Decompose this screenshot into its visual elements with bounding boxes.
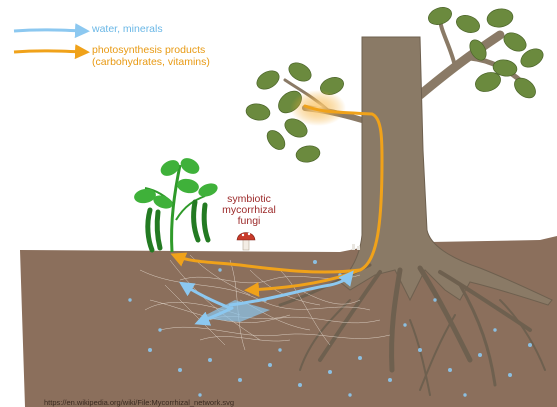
legend-photosynthesis-line1: photosynthesis products [92,44,210,56]
legend-water-label: water, minerals [92,23,163,35]
legend-photosynthesis-arrow [14,51,84,52]
mushroom-icon [237,233,255,251]
legend-photosynthesis-label: photosynthesis products (carbohydrates, … [92,44,210,68]
legend-water-text: water, minerals [92,23,163,35]
photosynthesis-glow [290,90,346,126]
fungi-label: symbiotic mycorrhizal fungi [212,194,286,227]
legend-water-arrow [14,30,84,31]
oak-tree-icon [426,4,546,101]
source-url: https://en.wikipedia.org/wiki/File:Mycor… [44,398,234,407]
fungi-label-line3: fungi [212,216,286,227]
bean-plant-icon [133,155,219,252]
legend-photosynthesis-line2: (carbohydrates, vitamins) [92,56,210,68]
